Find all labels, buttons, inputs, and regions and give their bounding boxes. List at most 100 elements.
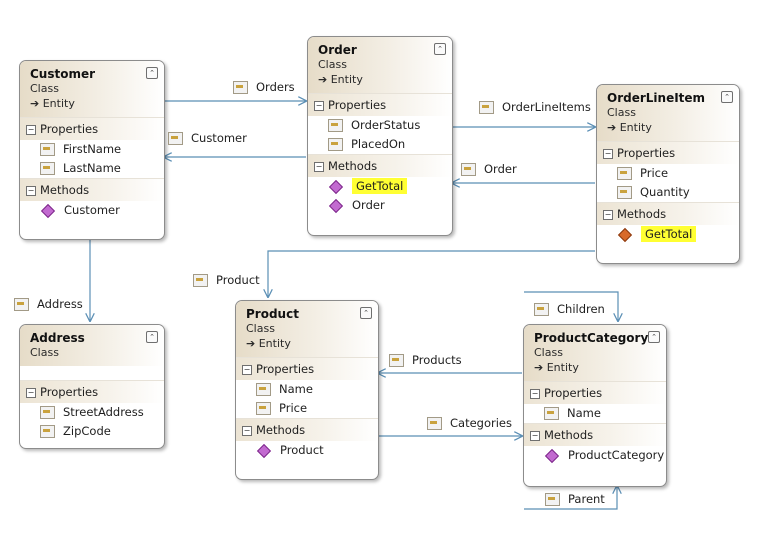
methods-header[interactable]: −Methods <box>236 418 378 441</box>
properties-header[interactable]: −Properties <box>20 117 164 140</box>
association-label-orders[interactable]: Orders <box>233 80 295 94</box>
member-name: ProductCategory <box>568 448 665 462</box>
association-label-order[interactable]: Order <box>461 162 517 176</box>
member-row[interactable]: FirstName <box>20 140 164 159</box>
member-row[interactable]: PlacedOn <box>308 135 452 154</box>
method-icon <box>544 448 560 463</box>
association-label-parent[interactable]: Parent <box>545 492 605 506</box>
association-label-orderlineitems[interactable]: OrderLineItems <box>479 100 591 114</box>
collapse-toggle-icon[interactable]: − <box>603 209 613 220</box>
association-label-customer[interactable]: Customer <box>168 131 247 145</box>
collapse-toggle-icon[interactable]: − <box>242 364 252 375</box>
association-label-products[interactable]: Products <box>389 353 462 367</box>
member-row[interactable]: Quantity <box>597 183 739 202</box>
collapse-toggle-icon[interactable]: − <box>314 100 324 111</box>
member-row[interactable]: Price <box>597 164 739 183</box>
collapse-toggle-icon[interactable]: − <box>603 148 613 159</box>
methods-header[interactable]: −Methods <box>524 423 666 446</box>
association-label-product[interactable]: Product <box>193 273 260 287</box>
member-row[interactable]: GetTotal <box>597 225 739 244</box>
member-row[interactable]: Order <box>308 196 452 215</box>
class-customer[interactable]: Customer Class ➔ Entity ⌃ −Properties Fi… <box>19 60 165 240</box>
methods-header[interactable]: −Methods <box>20 178 164 201</box>
collapse-icon[interactable]: ⌃ <box>648 331 660 343</box>
member-name: StreetAddress <box>63 405 144 419</box>
class-header[interactable]: Product Class ➔ Entity ⌃ <box>236 301 378 357</box>
member-row[interactable]: Product <box>236 441 378 460</box>
collapse-icon[interactable]: ⌃ <box>146 331 158 343</box>
member-name: Name <box>567 406 601 420</box>
class-kind: Class <box>30 346 59 359</box>
class-address[interactable]: Address Class ⌃ −Properties StreetAddres… <box>19 324 165 449</box>
association-label-address[interactable]: Address <box>14 297 83 311</box>
property-icon <box>40 406 55 419</box>
collapse-toggle-icon[interactable]: − <box>26 387 36 398</box>
association-icon <box>193 274 208 287</box>
class-header[interactable]: ProductCategory Class ➔ Entity ⌃ <box>524 325 666 381</box>
member-row[interactable]: ProductCategory <box>524 446 666 465</box>
member-row[interactable]: Name <box>236 380 378 399</box>
class-header[interactable]: Customer Class ➔ Entity ⌃ <box>20 61 164 117</box>
property-icon <box>544 407 559 420</box>
member-row[interactable]: ZipCode <box>20 422 164 441</box>
member-name: Quantity <box>640 185 690 199</box>
member-name: Price <box>640 166 669 180</box>
class-name: ProductCategory <box>534 331 649 345</box>
class-header[interactable]: OrderLineItem Class ➔ Entity ⌃ <box>597 85 739 141</box>
class-header[interactable]: Order Class ➔ Entity ⌃ <box>308 37 452 93</box>
association-icon <box>233 81 248 94</box>
association-label-categories[interactable]: Categories <box>427 416 512 430</box>
member-row[interactable]: LastName <box>20 159 164 178</box>
collapse-icon[interactable]: ⌃ <box>434 43 446 55</box>
member-row[interactable]: GetTotal <box>308 177 452 196</box>
collapse-toggle-icon[interactable]: − <box>26 185 36 196</box>
class-orderlineitem[interactable]: OrderLineItem Class ➔ Entity ⌃ −Properti… <box>596 84 740 264</box>
association-icon <box>168 132 183 145</box>
class-order[interactable]: Order Class ➔ Entity ⌃ −Properties Order… <box>307 36 453 236</box>
base-arrow-icon: ➔ <box>246 337 256 350</box>
member-name: ZipCode <box>63 424 111 438</box>
collapse-icon[interactable]: ⌃ <box>360 307 372 319</box>
properties-section: −Properties StreetAddress ZipCode <box>20 380 164 441</box>
member-row[interactable]: OrderStatus <box>308 116 452 135</box>
collapse-icon[interactable]: ⌃ <box>721 91 733 103</box>
connector-parent <box>524 486 617 510</box>
base-arrow-icon: ➔ <box>534 361 544 374</box>
association-label-children[interactable]: Children <box>534 302 605 316</box>
member-row[interactable]: StreetAddress <box>20 403 164 422</box>
methods-header[interactable]: −Methods <box>308 154 452 177</box>
properties-header[interactable]: −Properties <box>524 381 666 404</box>
association-icon <box>461 163 476 176</box>
member-row[interactable]: Name <box>524 404 666 423</box>
properties-header[interactable]: −Properties <box>597 141 739 164</box>
collapse-toggle-icon[interactable]: − <box>530 388 540 399</box>
class-name: OrderLineItem <box>607 91 706 105</box>
property-icon <box>617 186 632 199</box>
properties-header[interactable]: −Properties <box>236 357 378 380</box>
association-icon <box>14 298 29 311</box>
methods-section: −Methods GetTotal Order <box>308 154 452 215</box>
collapse-icon[interactable]: ⌃ <box>146 67 158 79</box>
class-kind: Class <box>534 346 563 359</box>
properties-header[interactable]: −Properties <box>20 380 164 403</box>
base-arrow-icon: ➔ <box>607 121 617 134</box>
collapse-toggle-icon[interactable]: − <box>314 161 324 172</box>
member-row[interactable]: Customer <box>20 201 164 220</box>
methods-section: −Methods GetTotal <box>597 202 739 244</box>
class-header[interactable]: Address Class ⌃ <box>20 325 164 366</box>
class-productcategory[interactable]: ProductCategory Class ➔ Entity ⌃ −Proper… <box>523 324 667 487</box>
method-icon <box>40 203 56 218</box>
collapse-toggle-icon[interactable]: − <box>242 425 252 436</box>
base-class: Entity <box>42 97 75 110</box>
member-name-highlighted: GetTotal <box>352 178 408 194</box>
properties-header[interactable]: −Properties <box>308 93 452 116</box>
collapse-toggle-icon[interactable]: − <box>26 124 36 135</box>
member-row[interactable]: Price <box>236 399 378 418</box>
collapse-toggle-icon[interactable]: − <box>530 430 540 441</box>
methods-header[interactable]: −Methods <box>597 202 739 225</box>
member-name-highlighted: GetTotal <box>641 226 697 242</box>
class-product[interactable]: Product Class ➔ Entity ⌃ −Properties Nam… <box>235 300 379 480</box>
connector-children <box>524 291 618 321</box>
member-name: FirstName <box>63 142 122 156</box>
